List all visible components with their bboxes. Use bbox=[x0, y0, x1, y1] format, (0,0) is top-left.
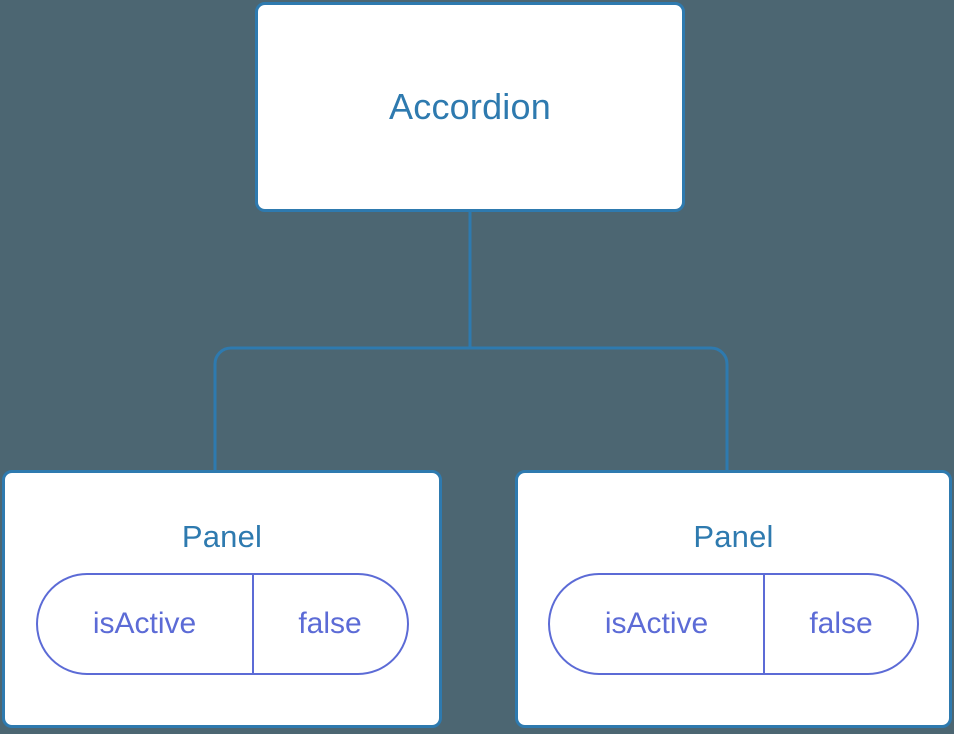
prop-value-2: false bbox=[809, 607, 873, 640]
node-panel-1-title: Panel bbox=[181, 519, 263, 554]
node-panel-2[interactable]: Panel isActive false bbox=[515, 470, 952, 728]
node-accordion-title: Accordion bbox=[389, 86, 551, 127]
edge-root-to-panel-left bbox=[213, 346, 470, 470]
prop-pill-isactive-1[interactable]: isActive false bbox=[35, 573, 409, 675]
prop-key-2: isActive bbox=[550, 575, 765, 673]
prop-pill-isactive-2[interactable]: isActive false bbox=[548, 573, 919, 675]
prop-value-1: false bbox=[298, 607, 362, 640]
node-panel-1[interactable]: Panel isActive false bbox=[2, 470, 442, 728]
node-accordion[interactable]: Accordion bbox=[255, 2, 685, 212]
node-panel-2-title: Panel bbox=[693, 519, 774, 554]
prop-key-1: isActive bbox=[38, 575, 254, 673]
edge-root-to-panel-right bbox=[470, 346, 729, 470]
